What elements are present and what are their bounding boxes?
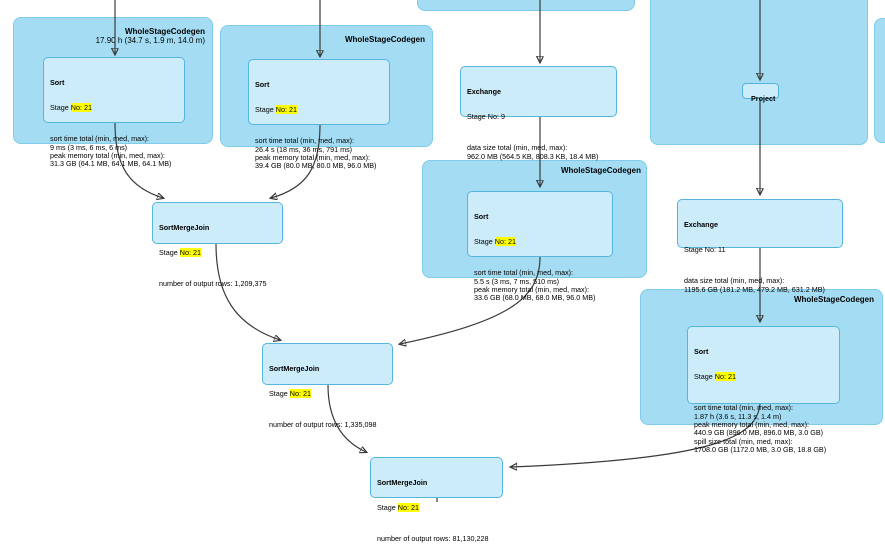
cluster-timing: 17.90 h (34.7 s, 1.9 m, 14.0 m) (95, 36, 205, 45)
stage-number-highlight: No: 21 (714, 372, 736, 382)
cluster-label: WholeStageCodegen (794, 295, 874, 304)
node-title: Exchange (467, 86, 501, 96)
stage-number-highlight: No: 21 (397, 503, 419, 513)
node-stage: Stage No: 21 (474, 237, 516, 247)
node-sortmergejoin-1[interactable]: SortMergeJoin Stage No: 21 number of out… (152, 202, 283, 288)
stage-number: No: 11 (704, 245, 726, 255)
node-exchange-9[interactable]: Exchange Stage No: 9 data size total (mi… (460, 66, 617, 160)
node-exchange-11[interactable]: Exchange Stage No: 11 data size total (m… (677, 199, 843, 293)
node-metrics: number of output rows: 1,335,098 (269, 420, 377, 430)
cluster-label: WholeStageCodegen 17.90 h (34.7 s, 1.9 m… (96, 27, 205, 45)
node-metrics: sort time total (min, med, max): 9 ms (3… (50, 134, 172, 169)
node-title: Sort (50, 77, 65, 87)
node-metrics: number of output rows: 1,209,375 (159, 279, 267, 289)
node-title: Project (751, 94, 776, 104)
node-sort-mid[interactable]: Sort Stage No: 21 sort time total (min, … (467, 191, 613, 302)
cluster-label: WholeStageCodegen (561, 166, 641, 175)
node-metrics: sort time total (min, med, max): 1.87 h … (694, 403, 827, 455)
stage-number-highlight: No: 21 (70, 103, 92, 113)
node-sort-top-left[interactable]: Sort Stage No: 21 sort time total (min, … (43, 57, 185, 168)
stage-number-highlight: No: 21 (275, 105, 297, 115)
stage-number-highlight: No: 21 (494, 237, 516, 247)
cluster-project-container[interactable] (650, 0, 868, 145)
node-sort-top-mid[interactable]: Sort Stage No: 21 sort time total (min, … (248, 59, 390, 170)
node-stage: Stage No: 21 (269, 389, 311, 399)
node-title: SortMergeJoin (159, 222, 210, 232)
stage-number-highlight: No: 21 (179, 248, 201, 258)
node-stage: Stage No: 21 (694, 372, 736, 382)
node-title: SortMergeJoin (377, 477, 428, 487)
stage-number: No: 9 (487, 112, 505, 122)
node-sort-bottom-right[interactable]: Sort Stage No: 21 sort time total (min, … (687, 326, 840, 454)
node-project[interactable]: Project (742, 83, 779, 103)
node-stage: Stage No: 21 (255, 105, 297, 115)
node-title: Sort (474, 211, 489, 221)
node-title: Exchange (684, 219, 718, 229)
node-metrics: sort time total (min, med, max): 26.4 s … (255, 136, 377, 171)
cutoff-cluster-top[interactable] (417, 0, 635, 11)
cluster-title: WholeStageCodegen (560, 166, 641, 175)
node-title: Sort (255, 79, 270, 89)
node-metrics: data size total (min, med, max): 1195.6 … (684, 276, 825, 294)
node-stage: Stage No: 11 (684, 245, 726, 255)
node-title: SortMergeJoin (269, 363, 320, 373)
node-stage: Stage No: 9 (467, 112, 505, 122)
node-title: Sort (694, 346, 709, 356)
node-metrics: sort time total (min, med, max): 5.5 s (… (474, 268, 596, 303)
node-stage: Stage No: 21 (159, 248, 201, 258)
node-stage: Stage No: 21 (377, 503, 419, 513)
stage-number-highlight: No: 21 (289, 389, 311, 399)
cluster-label: WholeStageCodegen (345, 35, 425, 44)
node-metrics: data size total (min, med, max): 962.0 M… (467, 143, 599, 161)
cluster-title: WholeStageCodegen (344, 35, 425, 44)
node-sortmergejoin-2[interactable]: SortMergeJoin Stage No: 21 number of out… (262, 343, 393, 429)
node-metrics: number of output rows: 81,130,228 (377, 534, 489, 544)
node-sortmergejoin-3[interactable]: SortMergeJoin Stage No: 21 number of out… (370, 457, 503, 543)
cluster-title: WholeStageCodegen (124, 27, 205, 36)
cluster-title: WholeStageCodegen (793, 295, 874, 304)
node-stage: Stage No: 21 (50, 103, 92, 113)
cutoff-cluster-far-right[interactable] (874, 18, 885, 143)
